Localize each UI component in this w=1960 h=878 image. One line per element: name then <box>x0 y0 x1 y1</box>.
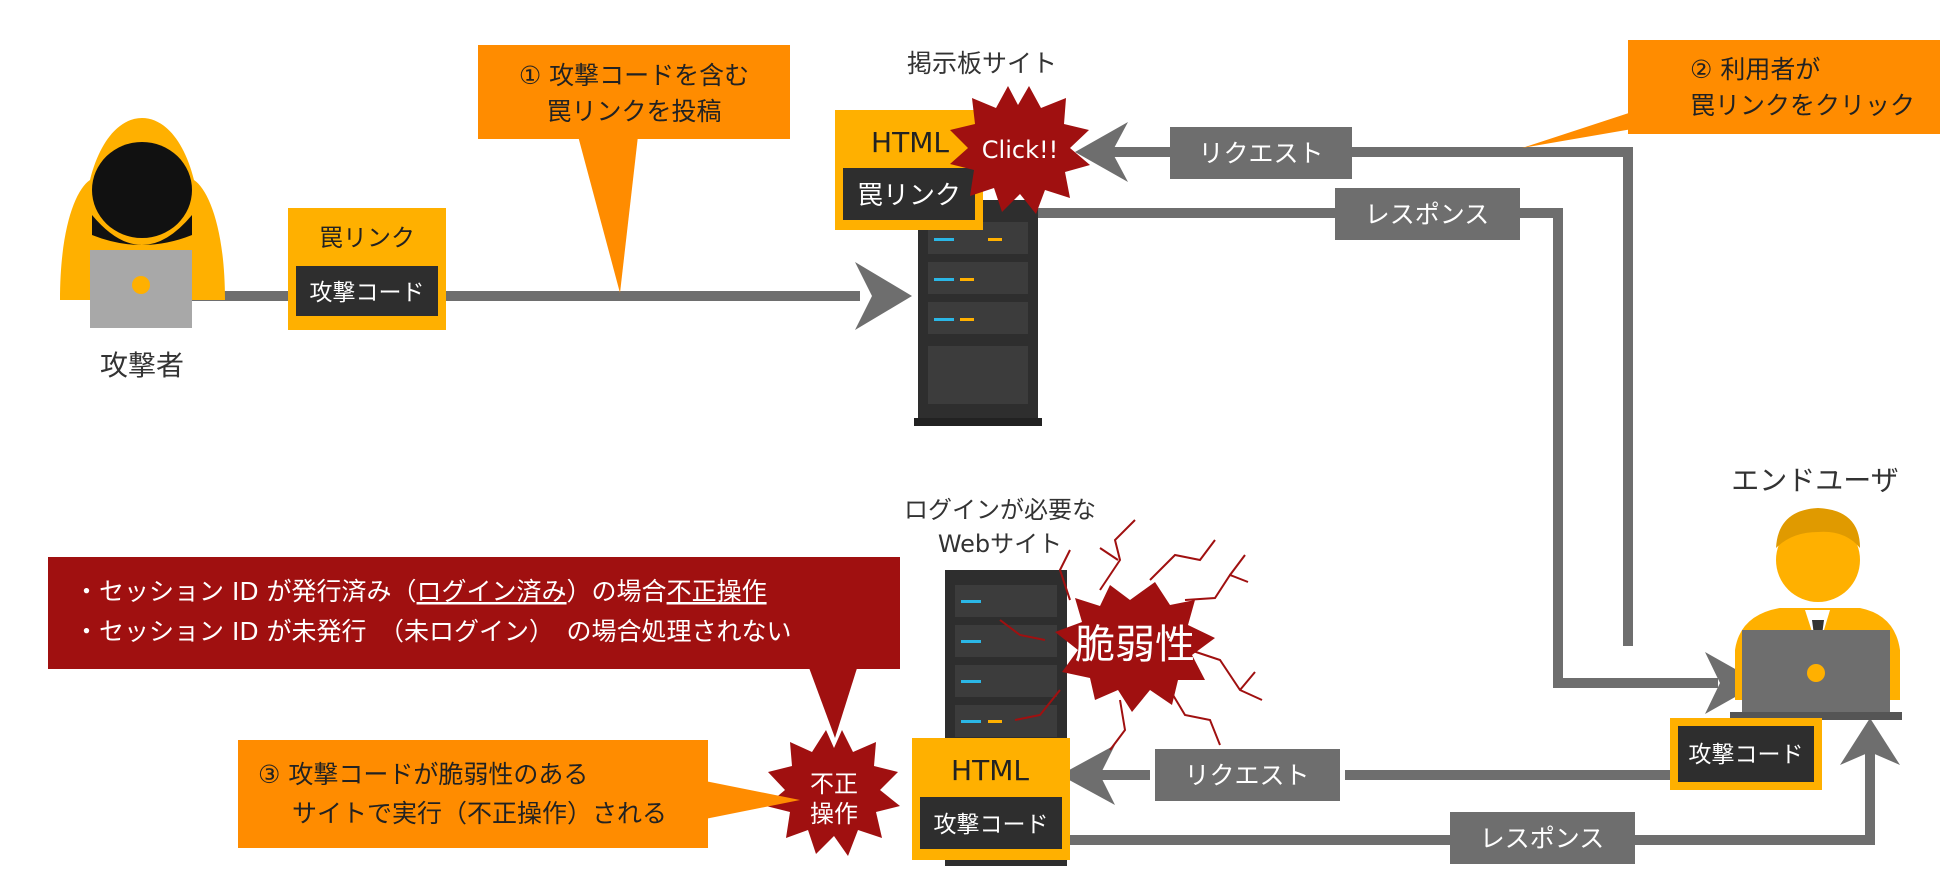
trap-link-box: 罠リンク 攻撃コード <box>288 208 446 330</box>
bottom-response-text: レスポンス <box>1480 824 1605 853</box>
enduser-icon <box>1730 508 1902 720</box>
bottom-response-line <box>1070 718 1900 845</box>
trap-link-code: 攻撃コード <box>310 280 425 306</box>
note-line1: ・セッション ID が発行済み（ログイン済み）の場合不正操作 <box>74 577 767 606</box>
bbs-title: 掲示板サイト <box>907 49 1057 78</box>
attacker-label: 攻撃者 <box>100 349 184 382</box>
vulnerability-label: 脆弱性 <box>1075 622 1195 668</box>
login-site-line2: Webサイト <box>938 530 1062 558</box>
callout-1-line2: 罠リンクを投稿 <box>546 97 721 126</box>
bottom-request-text: リクエスト <box>1184 761 1309 790</box>
attacker-icon <box>60 118 225 328</box>
callout-3-line2: サイトで実行（不正操作）される <box>292 799 667 828</box>
top-request-line <box>1075 122 1633 646</box>
login-site-line1: ログインが必要な <box>904 496 1096 524</box>
login-html-label: HTML <box>951 754 1029 787</box>
enduser-code-box: 攻撃コード <box>1670 718 1822 790</box>
bottom-request-label: リクエスト <box>1155 749 1340 801</box>
note-line1-prefix: ・セッション ID が発行済み（ <box>74 577 417 606</box>
note-line1-logged-in: ログイン済み <box>417 577 567 606</box>
callout-2-line2: 罠リンクをクリック <box>1690 91 1915 120</box>
login-html-box: HTML 攻撃コード <box>912 738 1070 860</box>
note-line1-fraud: 不正操作 <box>667 577 767 606</box>
bottom-request-line <box>1060 745 1670 805</box>
top-response-line <box>1035 208 1760 714</box>
bottom-response-label: レスポンス <box>1450 812 1635 864</box>
vulnerability-burst: 脆弱性 <box>999 519 1263 751</box>
callout-1: ① 攻撃コードを含む 罠リンクを投稿 <box>478 45 790 293</box>
enduser-code-label: 攻撃コード <box>1689 742 1804 768</box>
fraud-burst: 不正 操作 <box>766 730 900 856</box>
fraud-label-line2: 操作 <box>810 800 858 828</box>
login-code-label: 攻撃コード <box>934 812 1049 838</box>
top-response-text: レスポンス <box>1365 200 1490 229</box>
top-request-label: リクエスト <box>1170 127 1352 179</box>
callout-2: ② 利用者が 罠リンクをクリック <box>1522 40 1940 148</box>
callout-1-line1: ① 攻撃コードを含む <box>519 61 749 90</box>
top-response-label: レスポンス <box>1335 188 1520 240</box>
top-request-text: リクエスト <box>1198 139 1323 168</box>
session-note: ・セッション ID が発行済み（ログイン済み）の場合不正操作 ・セッション ID… <box>48 557 900 738</box>
click-label: Click!! <box>982 136 1058 164</box>
callout-3: ③ 攻撃コードが脆弱性のある サイトで実行（不正操作）される <box>238 740 800 848</box>
enduser-label: エンドユーザ <box>1731 464 1898 497</box>
trap-link-title: 罠リンク <box>319 224 415 252</box>
click-burst: Click!! <box>950 86 1090 214</box>
bbs-server-icon <box>914 200 1042 426</box>
callout-3-line1: ③ 攻撃コードが脆弱性のある <box>258 760 588 789</box>
callout-2-line1: ② 利用者が <box>1690 55 1820 84</box>
bbs-trap-link-label: 罠リンク <box>857 181 961 211</box>
bbs-html-label: HTML <box>871 126 949 159</box>
note-line2: ・セッション ID が未発行 （未ログイン） の場合処理されない <box>74 617 792 646</box>
note-line1-mid: ）の場合 <box>567 577 667 606</box>
fraud-label-line1: 不正 <box>810 770 858 798</box>
